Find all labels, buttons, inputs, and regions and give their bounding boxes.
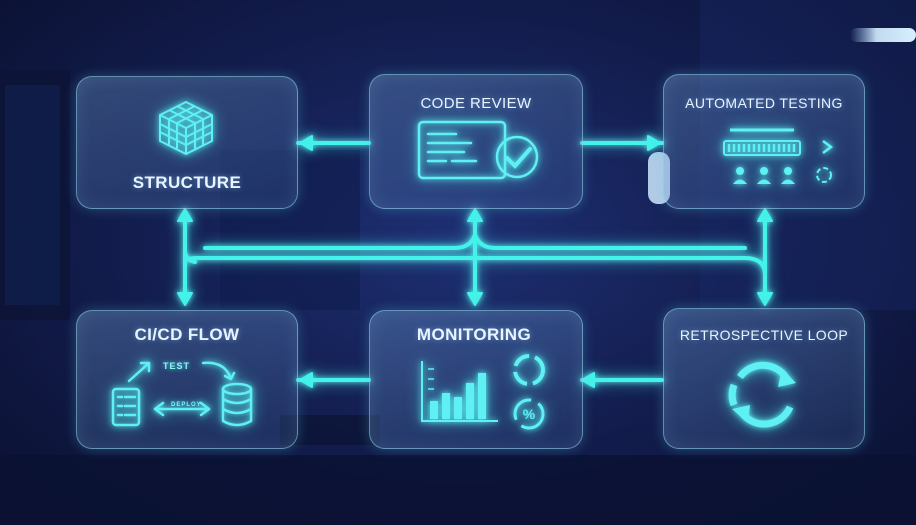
arrowhead	[299, 135, 313, 151]
test-label: TEST	[163, 361, 191, 371]
arrowhead	[757, 208, 773, 222]
arrowhead	[177, 292, 193, 306]
database-icon	[111, 387, 141, 427]
cicd-flow-icon	[111, 361, 253, 427]
arrowhead	[647, 135, 661, 151]
arrowhead	[467, 208, 483, 222]
arrowhead	[177, 208, 193, 222]
node-monitoring[interactable]: MONITORING %	[369, 310, 583, 449]
percent-glyph: %	[523, 406, 536, 422]
arrowhead	[581, 372, 595, 388]
donut-icon	[513, 354, 545, 386]
bar-chart-icon	[421, 361, 498, 422]
node-label: RETROSPECTIVE LOOP	[679, 327, 849, 343]
chevron-right-icon	[822, 140, 834, 154]
node-automated-testing[interactable]: AUTOMATED TESTING	[663, 74, 865, 209]
node-label: MONITORING	[416, 325, 532, 344]
node-cicd-flow[interactable]: CI/CD FLOW TEST DEPLOY	[76, 310, 298, 449]
arrowhead	[757, 292, 773, 306]
cycle-icon	[816, 167, 832, 183]
node-structure[interactable]: STRUCTURE	[76, 76, 298, 209]
node-label: STRUCTURE	[132, 173, 242, 192]
node-label: CODE REVIEW	[420, 95, 532, 112]
percent-icon: %	[513, 398, 545, 430]
code-check-icon	[417, 120, 539, 180]
node-retrospective-loop[interactable]: RETROSPECTIVE LOOP	[663, 308, 865, 449]
progress-bar-icon	[723, 128, 801, 156]
arrowhead	[467, 292, 483, 306]
database-icon	[221, 382, 253, 427]
node-label: CI/CD FLOW	[134, 325, 240, 344]
arrowhead	[299, 372, 313, 388]
node-label: AUTOMATED TESTING	[685, 95, 843, 111]
refresh-loop-icon	[728, 361, 796, 428]
users-icon	[733, 167, 795, 184]
cube-grid-icon	[159, 101, 213, 155]
node-code-review[interactable]: CODE REVIEW	[369, 74, 583, 209]
deploy-label: DEPLOY	[171, 402, 202, 408]
